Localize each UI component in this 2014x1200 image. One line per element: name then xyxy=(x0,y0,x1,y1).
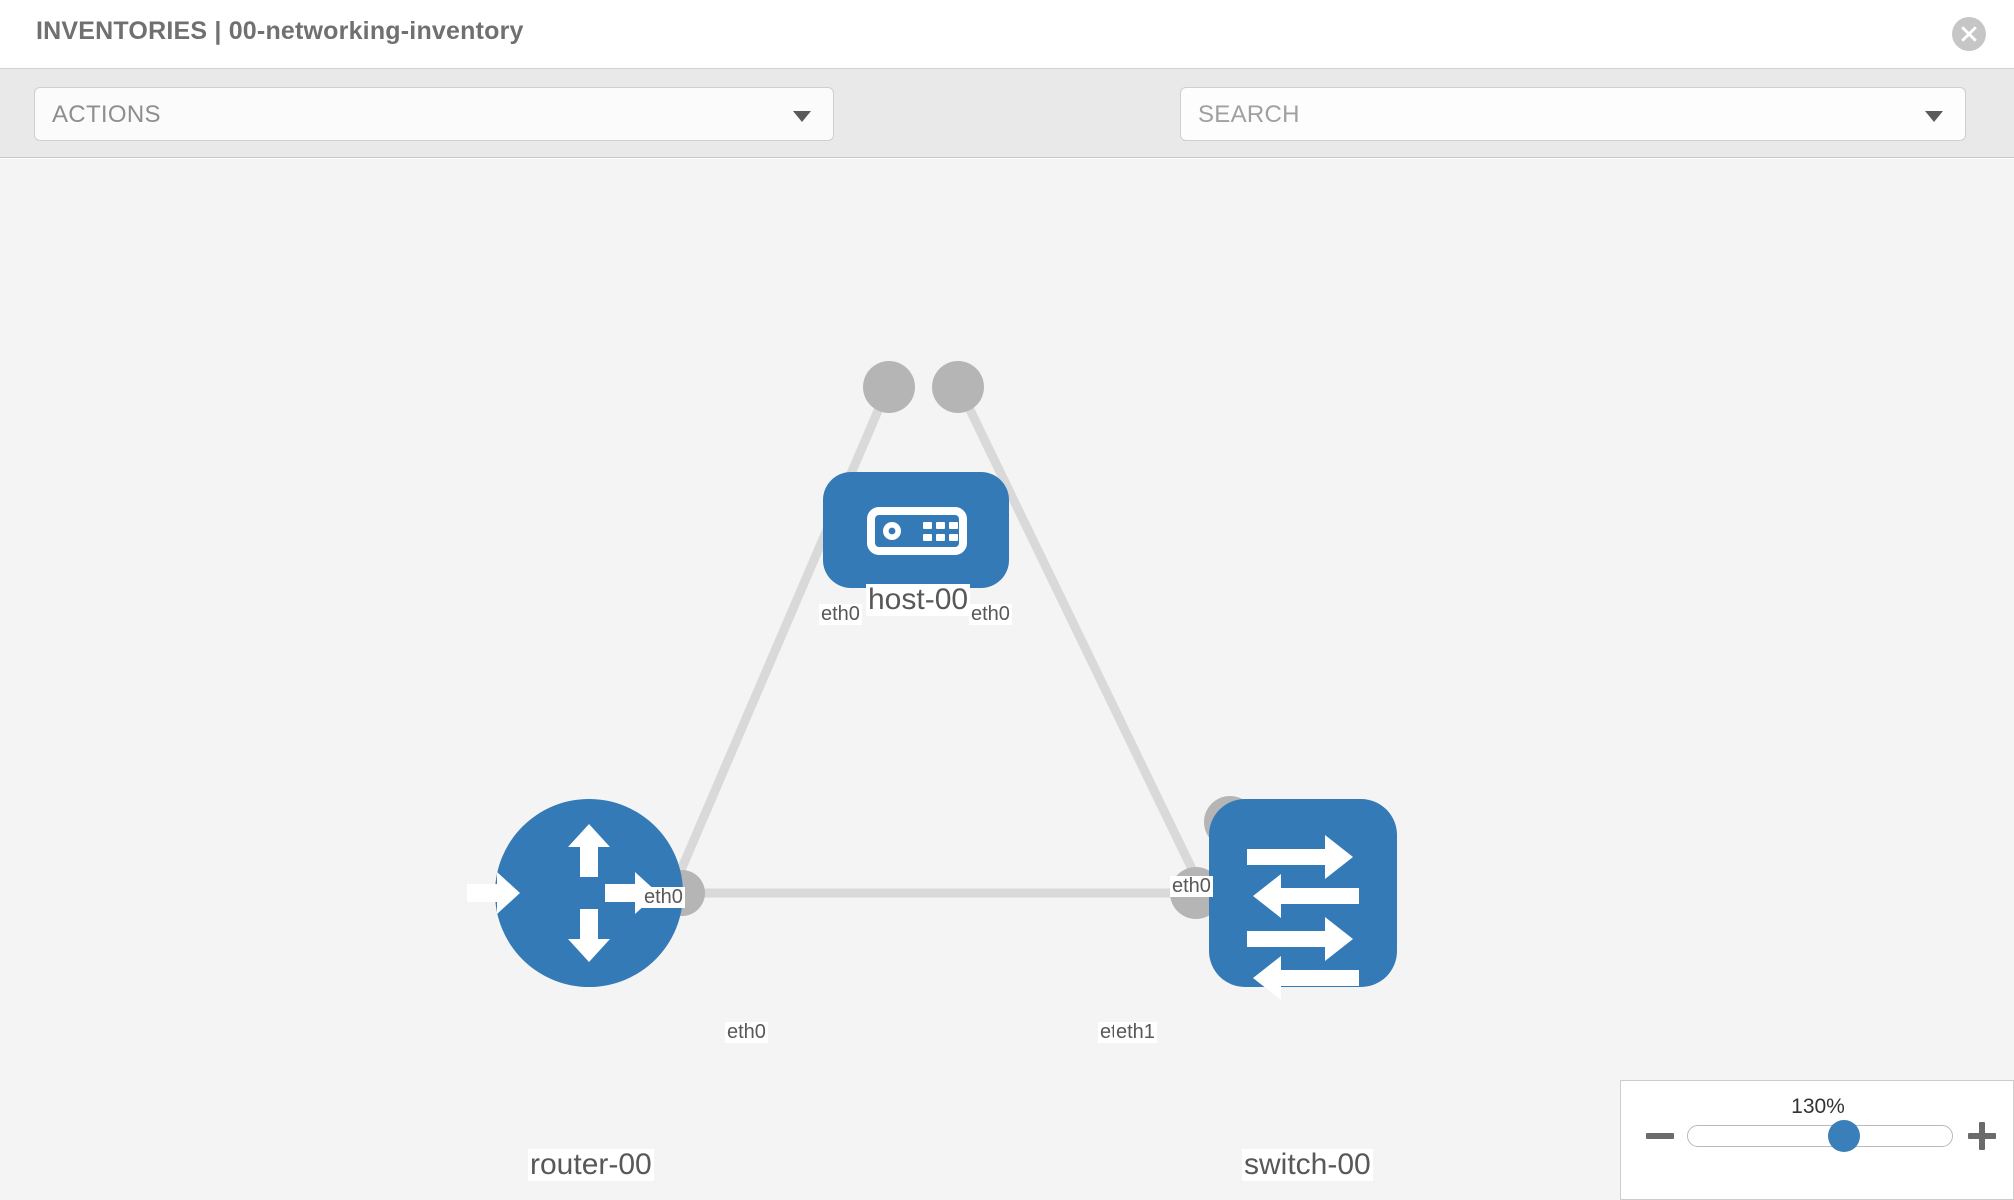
chevron-down-icon[interactable] xyxy=(1925,111,1943,122)
zoom-out-button[interactable] xyxy=(1643,1119,1677,1153)
port-host-left xyxy=(863,361,915,413)
interface-label: eth0 xyxy=(969,603,1012,625)
chevron-down-icon xyxy=(793,111,811,122)
zoom-level-value: 130% xyxy=(1791,1095,1845,1118)
search-placeholder: SEARCH xyxy=(1198,101,1300,128)
topology-links xyxy=(655,383,1227,933)
actions-dropdown-label: ACTIONS xyxy=(52,101,161,128)
link-host-switch xyxy=(953,383,1227,933)
zoom-in-button[interactable] xyxy=(1965,1119,1999,1153)
zoom-control-panel: 130% xyxy=(1620,1080,2014,1200)
interface-label: eth0 xyxy=(1170,875,1213,897)
node-router-00[interactable] xyxy=(467,799,683,987)
zoom-slider[interactable] xyxy=(1687,1120,1953,1152)
node-switch-00[interactable] xyxy=(1209,799,1397,1000)
interface-label: eth0 xyxy=(642,886,685,908)
page-title: INVENTORIES | 00-networking-inventory xyxy=(36,17,524,45)
node-label-router: router-00 xyxy=(528,1148,654,1181)
actions-dropdown[interactable]: ACTIONS xyxy=(34,87,834,141)
link-host-router xyxy=(655,383,894,921)
zoom-slider-handle[interactable] xyxy=(1828,1120,1861,1152)
interface-label: eth0 xyxy=(819,603,862,625)
toolbar: ACTIONS SEARCH xyxy=(0,68,2014,195)
port-host-right xyxy=(932,361,984,413)
topology-ports xyxy=(659,361,1256,919)
node-host-00[interactable] xyxy=(823,472,1009,588)
node-label-switch: switch-00 xyxy=(1242,1148,1373,1181)
page-header: INVENTORIES | 00-networking-inventory xyxy=(0,0,2014,68)
topology-graph xyxy=(467,361,1397,1000)
node-label-host: host-00 xyxy=(866,583,971,616)
interface-label: eth0 xyxy=(725,1021,768,1043)
interface-label: eth1 xyxy=(1114,1021,1157,1043)
search-input[interactable]: SEARCH xyxy=(1180,87,1966,141)
close-icon[interactable] xyxy=(1952,17,1986,51)
topology-canvas[interactable]: eth0 host-00 eth0 eth0 eth0 eth0 eth0 et… xyxy=(0,159,2014,1200)
